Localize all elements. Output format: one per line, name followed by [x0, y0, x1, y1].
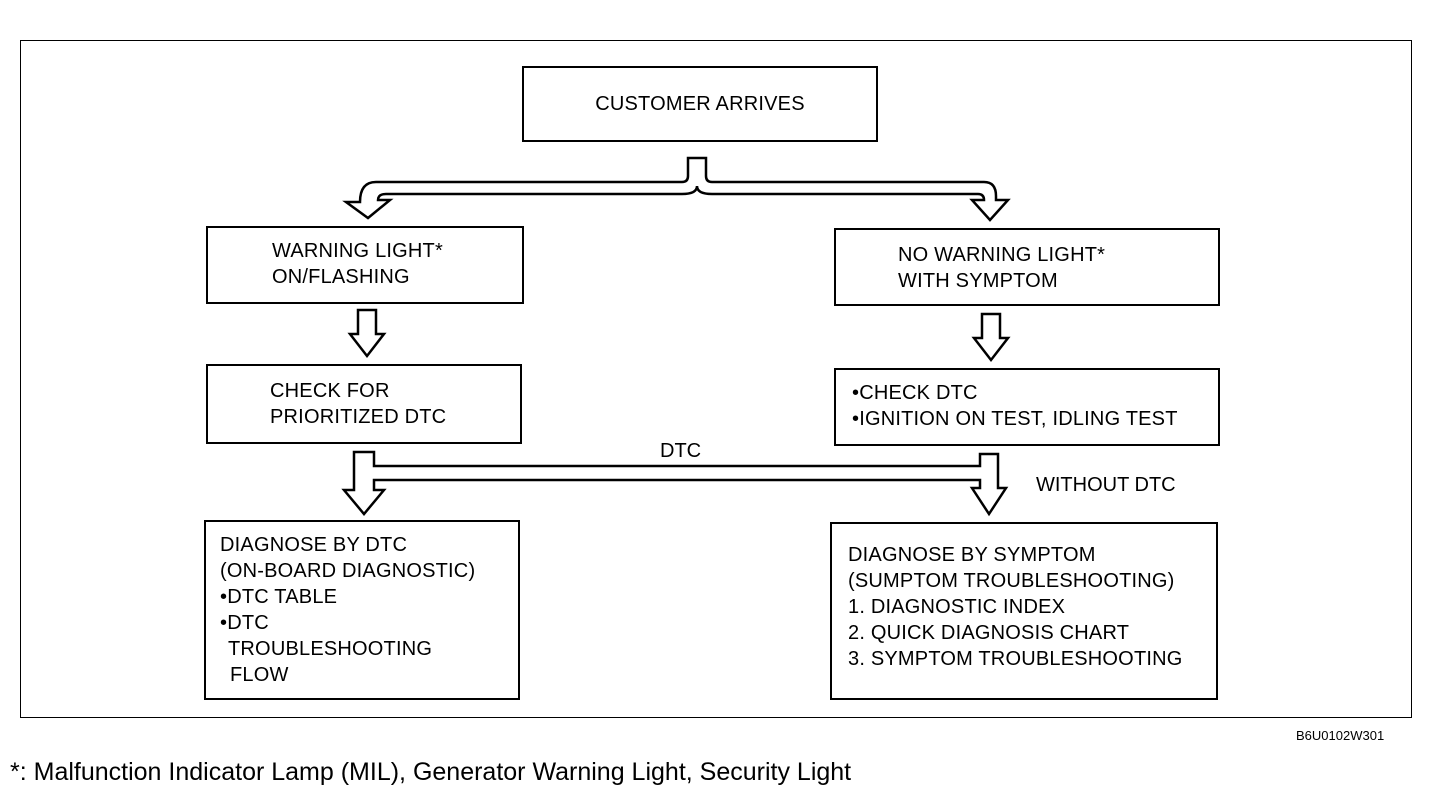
node-text: •IGNITION ON TEST, IDLING TEST [852, 408, 1178, 430]
edge-label-without-dtc: WITHOUT DTC [1036, 474, 1176, 496]
node-text: DIAGNOSE BY SYMPTOM [848, 544, 1096, 566]
node-text: CUSTOMER ARRIVES [595, 93, 805, 115]
figure-code: B6U0102W301 [1296, 728, 1385, 743]
node-diagnose-by-dtc: DIAGNOSE BY DTC (ON-BOARD DIAGNOSTIC) •D… [204, 520, 520, 700]
down-arrow-left [347, 308, 387, 359]
node-text: •DTC TABLE [220, 586, 338, 608]
node-text: 2. QUICK DIAGNOSIS CHART [848, 622, 1130, 644]
split-arrow-top [342, 156, 1011, 222]
node-warning-light-on: WARNING LIGHT* ON/FLASHING [206, 226, 524, 304]
diagram-frame [20, 40, 1412, 718]
down-arrow-right [971, 312, 1011, 363]
node-text: FLOW [230, 664, 289, 686]
node-check-dtc-tests: •CHECK DTC •IGNITION ON TEST, IDLING TES… [834, 368, 1220, 446]
node-text: •DTC [220, 612, 269, 634]
edge-label-dtc: DTC [660, 440, 702, 462]
node-no-warning-light: NO WARNING LIGHT* WITH SYMPTOM [834, 228, 1220, 306]
node-text: 1. DIAGNOSTIC INDEX [848, 596, 1066, 618]
node-text: PRIORITIZED DTC [270, 406, 447, 428]
node-customer-arrives: CUSTOMER ARRIVES [522, 66, 878, 142]
node-text: (SUMPTOM TROUBLESHOOTING) [848, 570, 1175, 592]
footnote: *: Malfunction Indicator Lamp (MIL), Gen… [10, 758, 852, 786]
node-text: DIAGNOSE BY DTC [220, 534, 408, 556]
dtc-cross-arrow [341, 450, 1009, 517]
node-text: NO WARNING LIGHT* [898, 244, 1106, 266]
node-text: CHECK FOR [270, 380, 390, 402]
node-text: ON/FLASHING [272, 266, 410, 288]
node-text: •CHECK DTC [852, 382, 978, 404]
node-text: 3. SYMPTOM TROUBLESHOOTING [848, 648, 1183, 670]
node-diagnose-by-symptom: DIAGNOSE BY SYMPTOM (SUMPTOM TROUBLESHOO… [830, 522, 1218, 700]
node-text: WITH SYMPTOM [898, 270, 1058, 292]
node-check-prioritized-dtc: CHECK FOR PRIORITIZED DTC [206, 364, 522, 444]
node-text: TROUBLESHOOTING [228, 638, 433, 660]
node-text: (ON-BOARD DIAGNOSTIC) [220, 560, 476, 582]
node-text: WARNING LIGHT* [272, 240, 443, 262]
